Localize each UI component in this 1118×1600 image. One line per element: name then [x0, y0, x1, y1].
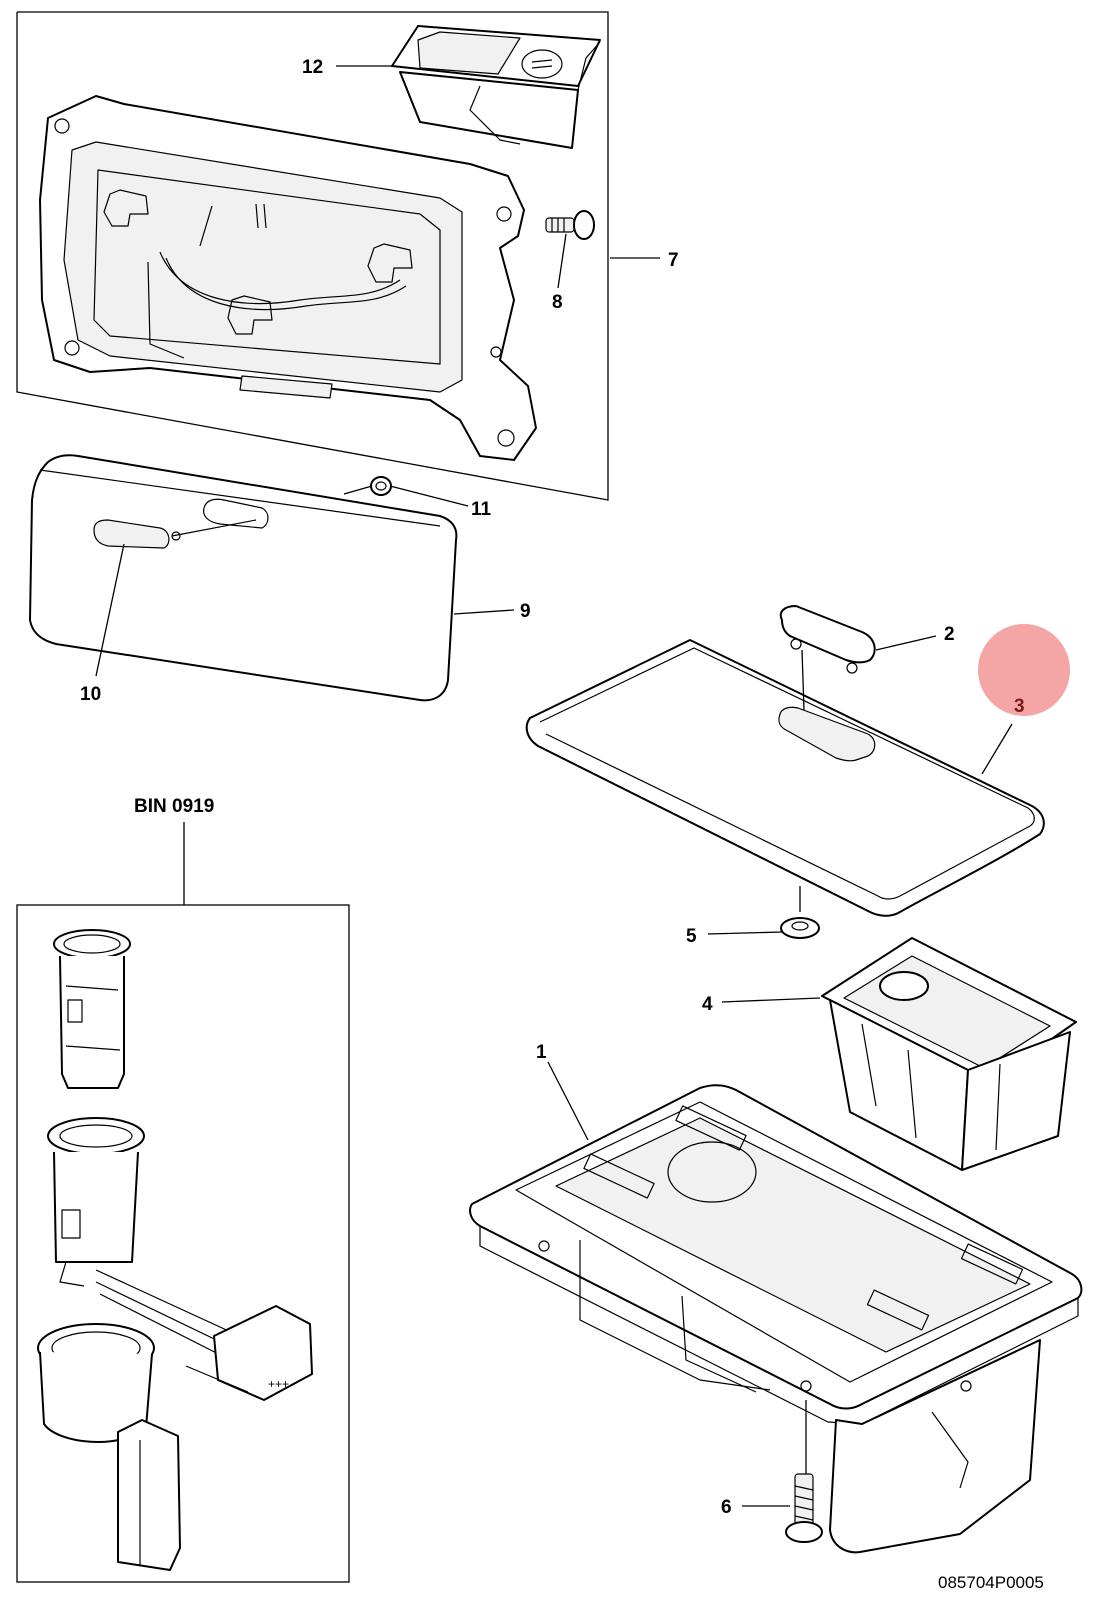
callout-1: 1: [536, 1042, 547, 1063]
insert-box-4: [821, 937, 1077, 1171]
socket-small: [53, 929, 131, 1089]
callout-10: 10: [80, 684, 101, 705]
washer-5: [780, 917, 820, 939]
connector-plus-signs: +++: [268, 1377, 289, 1391]
callout-3: 3: [1014, 696, 1025, 717]
cover-9: [29, 454, 458, 702]
bin-group-label: BIN 0919: [134, 796, 214, 817]
socket-cable: +++: [47, 1117, 313, 1401]
callout-9: 9: [520, 601, 531, 622]
callout-8: 8: [552, 292, 563, 313]
screw-6: [785, 1473, 823, 1543]
screw-8: [545, 210, 595, 240]
cup-holder-ring: [37, 1323, 181, 1571]
nut-11: [370, 476, 392, 496]
callout-2: 2: [944, 624, 955, 645]
callout-7: 7: [668, 250, 679, 271]
callout-11: 11: [471, 499, 492, 520]
callout-5: 5: [686, 926, 697, 947]
lid-3: [525, 639, 1045, 917]
switch-panel-12: [391, 25, 601, 149]
bracket-housing-7: [39, 95, 537, 461]
callout-6: 6: [721, 1497, 732, 1518]
assembly-7-frame: [16, 11, 609, 501]
tray-1: [469, 1084, 1083, 1554]
leader-lines: [95, 65, 1013, 1507]
cap-2: [779, 605, 876, 674]
callout-12: 12: [302, 57, 323, 78]
bin-frame: [16, 904, 350, 1583]
callout-4: 4: [702, 994, 713, 1015]
drawing-code: 085704P0005: [938, 1573, 1044, 1592]
highlight-dot: [978, 624, 1070, 716]
